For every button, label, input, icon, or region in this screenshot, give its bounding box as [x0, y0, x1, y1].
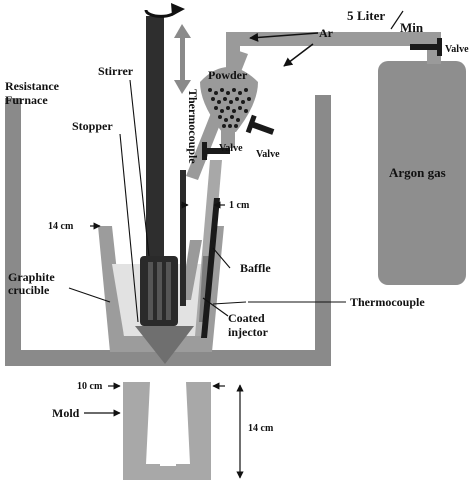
- stopper-label: Stopper: [72, 119, 113, 133]
- rotation-arrow-icon: [144, 3, 185, 18]
- resistance-label: Resistance: [5, 79, 60, 93]
- flow-rate-unit: Liter: [357, 8, 385, 23]
- thermocouple-vertical-label: Thermocouple: [186, 89, 200, 164]
- valve-icon: [245, 114, 275, 135]
- mold-height-label: 14 cm: [248, 423, 274, 434]
- argon-gas-label: Argon gas: [389, 165, 446, 180]
- coated-label: Coated: [228, 311, 265, 325]
- valve-label: Valve: [445, 44, 469, 55]
- valve-label: Valve: [219, 143, 243, 154]
- mold-width-label: 10 cm: [77, 381, 103, 392]
- thermocouple-rod: [180, 170, 186, 306]
- baffle: [201, 198, 220, 338]
- mold-label: Mold: [52, 406, 80, 420]
- crucible-height-label: 14 cm: [48, 221, 74, 232]
- flow-arrow-icon: [249, 32, 319, 67]
- flow-rate-number: 5: [347, 8, 354, 23]
- powder-label: Powder: [208, 68, 248, 82]
- leader-lines: [68, 79, 247, 323]
- flow-rate-denominator: Min: [400, 20, 424, 35]
- injector-label: injector: [228, 325, 269, 339]
- flow-rate-slash: [390, 10, 404, 30]
- injector-gap-label: 1 cm: [229, 200, 250, 211]
- crucible-label: crucible: [8, 283, 50, 297]
- stirrer: [140, 16, 178, 326]
- dimension-markers: [84, 201, 244, 479]
- furnace-label: Furnace: [5, 93, 48, 107]
- argon-gas-tank: [378, 38, 466, 285]
- valve-icon: [202, 142, 230, 160]
- mold: [123, 382, 211, 480]
- stopper: [135, 326, 194, 364]
- vertical-movement-arrow-icon: [174, 24, 191, 94]
- resistance-furnace: [5, 95, 331, 366]
- valve-icon: [410, 38, 442, 56]
- thermocouple-label: Thermocouple: [350, 295, 425, 309]
- powder-hopper: [200, 67, 258, 148]
- argon-flow-label: Ar: [319, 26, 334, 40]
- valve-label: Valve: [256, 149, 280, 160]
- baffle-label: Baffle: [240, 261, 271, 275]
- stirrer-label: Stirrer: [98, 64, 134, 78]
- graphite-label: Graphite: [8, 270, 55, 284]
